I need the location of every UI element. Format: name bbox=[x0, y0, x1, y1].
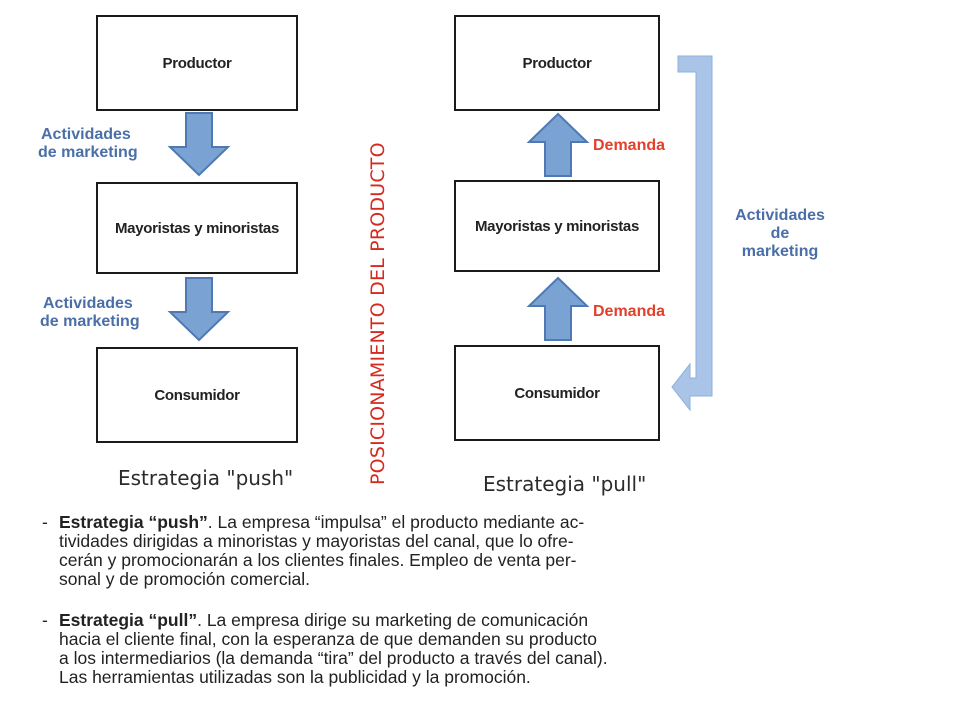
push-down-arrow-1 bbox=[167, 112, 231, 177]
push-consumer-box: Consumidor bbox=[96, 347, 298, 443]
push-activities-label-2: Actividades de marketing bbox=[40, 295, 140, 330]
pull-description-dash: - bbox=[42, 610, 48, 630]
pull-description-line-1: Estrategia “pull”. La empresa dirige su … bbox=[59, 610, 589, 630]
pull-description-line-2: hacia el cliente final, con la esperanza… bbox=[59, 629, 598, 649]
push-description-dash: - bbox=[42, 512, 48, 532]
pull-demand-label-1: Demanda bbox=[593, 137, 666, 154]
push-description-line-1: Estrategia “push”. La empresa “impulsa” … bbox=[59, 512, 585, 532]
pull-description-line-3: a los intermediarios (la demanda “tira” … bbox=[59, 648, 608, 668]
pull-wholesalers-box: Mayoristas y minoristas bbox=[454, 180, 660, 272]
pull-bracket-arrow bbox=[671, 55, 713, 412]
pull-demand-label-2: Demanda bbox=[593, 303, 666, 320]
push-description-line-2: tividades dirigidas a minoristas y mayor… bbox=[59, 531, 574, 551]
push-description-line-3: cerán y promocionarán a los clientes fin… bbox=[59, 550, 577, 570]
pull-activities-label: Actividades de marketing bbox=[735, 207, 825, 260]
push-description-title: Estrategia “push” bbox=[59, 512, 208, 532]
push-producer-box: Productor bbox=[96, 15, 298, 111]
pull-consumer-box: Consumidor bbox=[454, 345, 660, 441]
pull-producer-box: Productor bbox=[454, 15, 660, 111]
push-wholesalers-box: Mayoristas y minoristas bbox=[96, 182, 298, 274]
push-caption: Estrategia "push" bbox=[118, 466, 294, 490]
pull-description-line-4: Las herramientas utilizadas son la publi… bbox=[59, 667, 531, 687]
push-activities-label-1: Actividades de marketing bbox=[38, 126, 138, 161]
push-down-arrow-2 bbox=[167, 277, 231, 342]
push-description: - Estrategia “push”. La empresa “impulsa… bbox=[42, 513, 842, 589]
pull-description-title: Estrategia “pull” bbox=[59, 610, 198, 630]
push-description-line-4: sonal y de promoción comercial. bbox=[59, 569, 310, 589]
pull-description: - Estrategia “pull”. La empresa dirige s… bbox=[42, 611, 842, 687]
pull-up-arrow-1 bbox=[526, 112, 590, 177]
vertical-title: POSICIONAMIENTO DEL PRODUCTO bbox=[367, 142, 389, 485]
pull-up-arrow-2 bbox=[526, 276, 590, 341]
pull-caption: Estrategia "pull" bbox=[483, 472, 647, 496]
